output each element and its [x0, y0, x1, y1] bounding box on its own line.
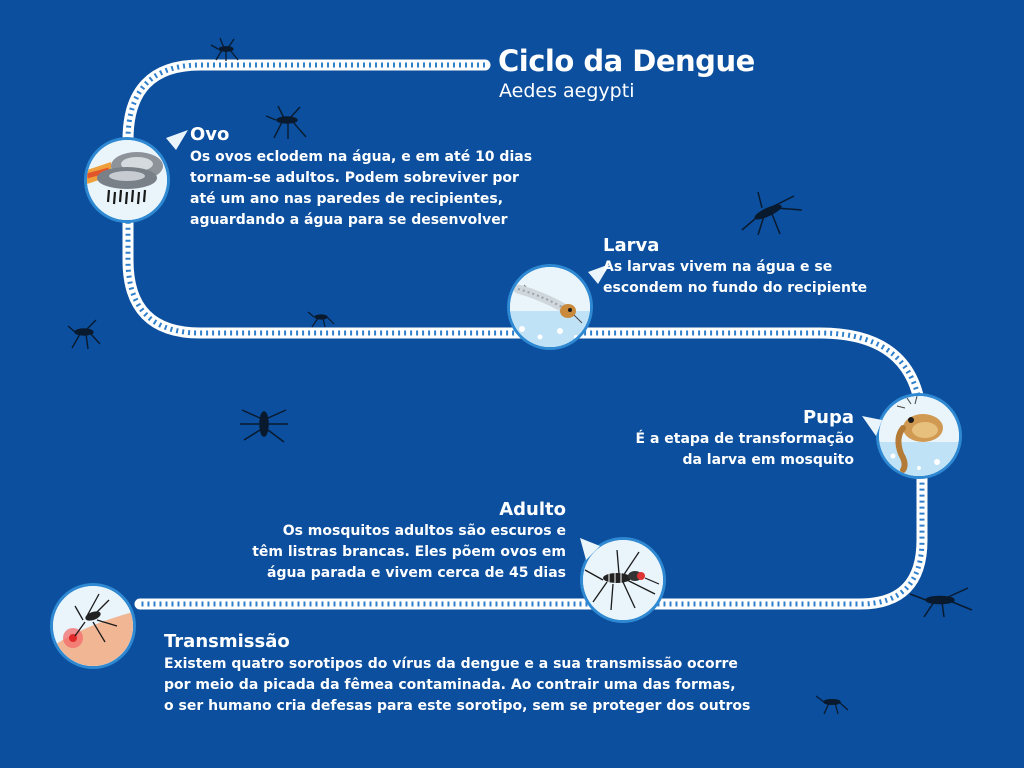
- text-line: Os ovos eclodem na água, e em até 10 dia…: [190, 149, 533, 165]
- pupa-pointer: [862, 416, 882, 436]
- page-subtitle: Aedes aegypti: [499, 80, 635, 102]
- stage-text-adulto: Os mosquitos adultos são escuros e têm l…: [252, 521, 566, 584]
- text-line: água parada e vivem cerca de 45 dias: [267, 565, 566, 581]
- text-line: da larva em mosquito: [682, 452, 854, 468]
- ovo-pointer: [166, 130, 188, 150]
- pupa-illustration: [876, 393, 962, 479]
- text-line: por meio da picada da fêmea contaminada.…: [164, 677, 736, 693]
- mosquito-silhouette-icon: [815, 695, 849, 715]
- pupa-icon: [879, 396, 959, 476]
- larva-illustration: [507, 264, 593, 350]
- text-line: Existem quatro sorotipos do vírus da den…: [164, 656, 738, 672]
- text-line: aguardando a água para se desenvolver: [190, 212, 508, 228]
- text-line: As larvas vivem na água e se: [603, 259, 833, 275]
- mosquito-silhouette-icon: [265, 105, 307, 139]
- text-line: têm listras brancas. Eles põem ovos em: [252, 544, 566, 560]
- mosquito-silhouette-icon: [210, 37, 239, 61]
- larva-icon: [510, 267, 590, 347]
- stage-text-larva: As larvas vivem na água e se escondem no…: [603, 257, 867, 299]
- stage-text-transmissao: Existem quatro sorotipos do vírus da den…: [164, 654, 750, 717]
- stage-text-pupa: É a etapa de transformação da larva em m…: [636, 429, 854, 471]
- text-line: até um ano nas paredes de recipientes,: [190, 191, 504, 207]
- stage-text-ovo: Os ovos eclodem na água, e em até 10 dia…: [190, 147, 532, 231]
- text-line: escondem no fundo do recipiente: [603, 280, 868, 296]
- text-line: É a etapa de transformação: [635, 431, 854, 447]
- stage-title-adulto: Adulto: [499, 499, 566, 520]
- egg-tire-icon: [87, 140, 167, 220]
- page-title: Ciclo da Dengue: [498, 44, 755, 78]
- ovo-illustration: [84, 137, 170, 223]
- stage-title-larva: Larva: [603, 235, 660, 256]
- transmissao-illustration: [50, 583, 136, 669]
- adulto-pointer: [580, 538, 600, 560]
- text-line: o ser humano cria defesas para este soro…: [164, 698, 751, 714]
- stage-title-pupa: Pupa: [802, 407, 854, 428]
- mosquito-silhouette-icon: [741, 191, 803, 236]
- mosquito-silhouette-icon: [909, 587, 973, 618]
- mosquito-silhouette-icon: [240, 409, 288, 443]
- mosquito-silhouette-icon: [307, 311, 335, 328]
- text-line: Os mosquitos adultos são escuros e: [282, 523, 566, 539]
- stage-title-ovo: Ovo: [190, 124, 230, 145]
- larva-pointer: [588, 264, 610, 284]
- stage-title-transmissao: Transmissão: [164, 631, 290, 652]
- mosquito-icon: [583, 540, 663, 620]
- text-line: tornam-se adultos. Podem sobreviver por: [190, 170, 519, 186]
- bite-icon: [53, 586, 133, 666]
- mosquito-silhouette-icon: [67, 319, 101, 350]
